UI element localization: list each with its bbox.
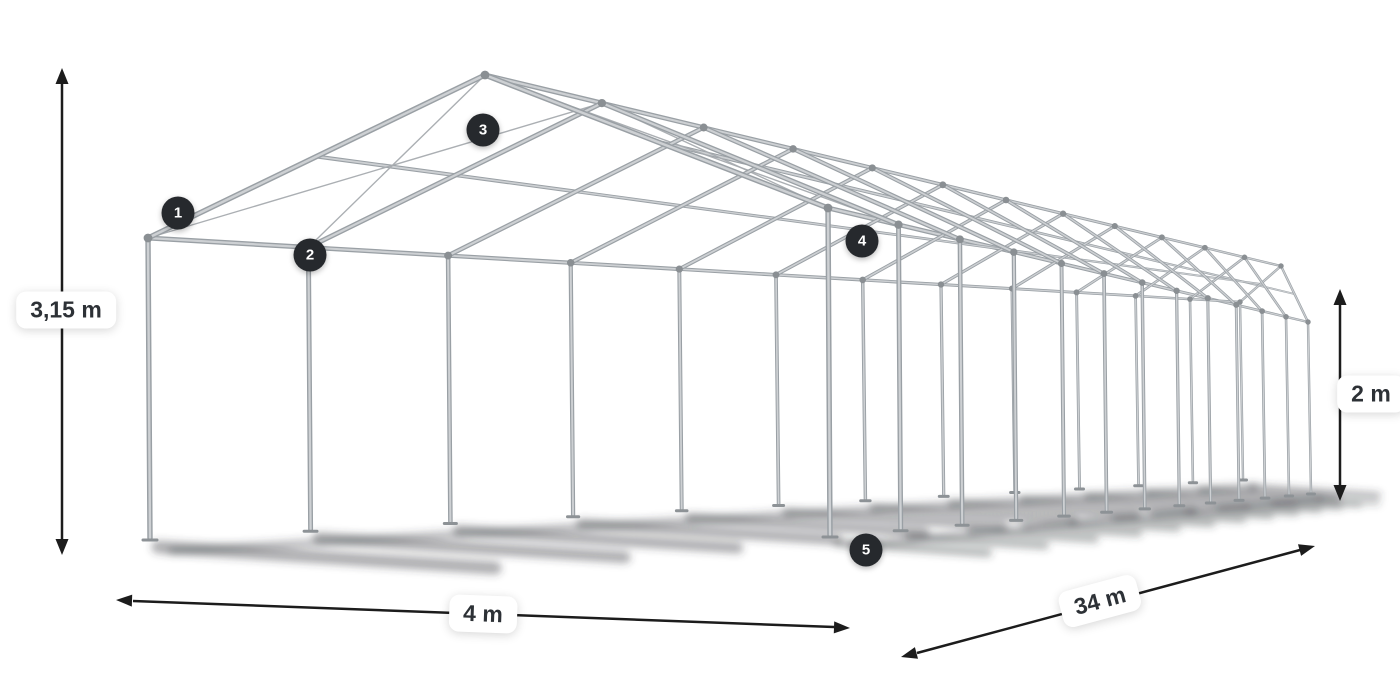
part-marker-1[interactable]: 1	[161, 196, 195, 230]
part-marker-4[interactable]: 4	[845, 224, 879, 258]
part-marker-3[interactable]: 3	[466, 113, 500, 147]
width-label: 4 m	[448, 594, 518, 634]
steel-frame	[141, 70, 1316, 542]
ground-shadows	[151, 483, 1381, 575]
part-marker-2[interactable]: 2	[293, 238, 327, 272]
total-height-label: 3,15 m	[16, 291, 116, 329]
part-marker-5[interactable]: 5	[849, 533, 883, 567]
side-height-label: 2 m	[1337, 375, 1400, 413]
